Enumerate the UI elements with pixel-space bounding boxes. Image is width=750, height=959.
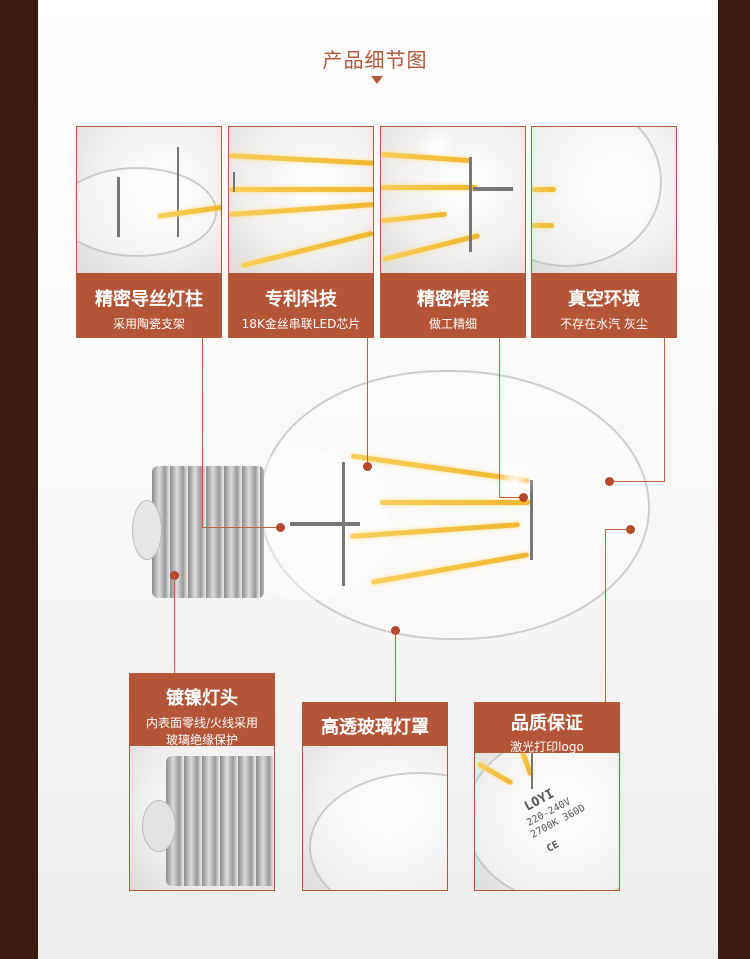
feature-subtitle: 不存在水汽 灰尘: [560, 317, 648, 331]
feature-card-vacuum: 真空环境 不存在水汽 灰尘: [531, 126, 677, 338]
feature-photo-patent: [229, 127, 373, 273]
detail-photo-glass: [303, 746, 447, 890]
feature-title: 专利科技: [265, 289, 337, 310]
feature-title: 真空环境: [568, 289, 640, 310]
bulb-base: [152, 466, 264, 598]
detail-caption: 品质保证 激光打印logo: [475, 703, 619, 754]
feature-subtitle: 18K金丝串联LED芯片: [241, 317, 361, 331]
feature-subtitle: 做工精细: [428, 317, 477, 331]
feature-card-lead-wire: 精密导丝灯柱 采用陶瓷支架: [76, 126, 222, 338]
detail-card-logo: 品质保证 激光打印logo LOYI 220-240V 2700K 360D C…: [474, 702, 620, 891]
feature-caption: 精密焊接 做工精细: [381, 273, 525, 337]
feature-card-welding: 精密焊接 做工精细: [380, 126, 526, 338]
bulb-tip: [132, 500, 162, 560]
feature-title: 精密焊接: [417, 289, 489, 310]
detail-title: 品质保证: [511, 713, 583, 734]
feature-subtitle: 采用陶瓷支架: [112, 317, 185, 331]
detail-subtitle: 激光打印logo: [510, 740, 584, 754]
detail-title: 高透玻璃灯罩: [321, 717, 429, 738]
bulb-illustration: [130, 370, 660, 660]
detail-caption: 镀镍灯头 内表面零线/火线采用 玻璃绝缘保护: [130, 674, 274, 747]
detail-card-glass: 高透玻璃灯罩: [302, 702, 448, 891]
feature-photo-lead-wire: [77, 127, 221, 273]
feature-caption: 专利科技 18K金丝串联LED芯片: [229, 273, 373, 337]
feature-photo-welding: [381, 127, 525, 273]
feature-card-patent: 专利科技 18K金丝串联LED芯片: [228, 126, 374, 338]
detail-caption: 高透玻璃灯罩: [303, 703, 447, 746]
detail-subtitle: 内表面零线/火线采用: [145, 716, 259, 730]
page-title: 产品细节图: [322, 48, 428, 72]
detail-title: 镀镍灯头: [166, 688, 238, 709]
detail-card-base: 镀镍灯头 内表面零线/火线采用 玻璃绝缘保护: [129, 673, 275, 891]
feature-photo-vacuum: [532, 127, 676, 273]
feature-caption: 真空环境 不存在水汽 灰尘: [532, 273, 676, 337]
detail-photo-logo: LOYI 220-240V 2700K 360D CE: [475, 753, 619, 890]
detail-photo-base: [130, 746, 274, 890]
detail-subtitle: 玻璃绝缘保护: [165, 733, 238, 747]
feature-caption: 精密导丝灯柱 采用陶瓷支架: [77, 273, 221, 337]
title-arrow-icon: [371, 76, 383, 84]
bulb-glass: [260, 370, 650, 640]
feature-title: 精密导丝灯柱: [95, 289, 203, 310]
